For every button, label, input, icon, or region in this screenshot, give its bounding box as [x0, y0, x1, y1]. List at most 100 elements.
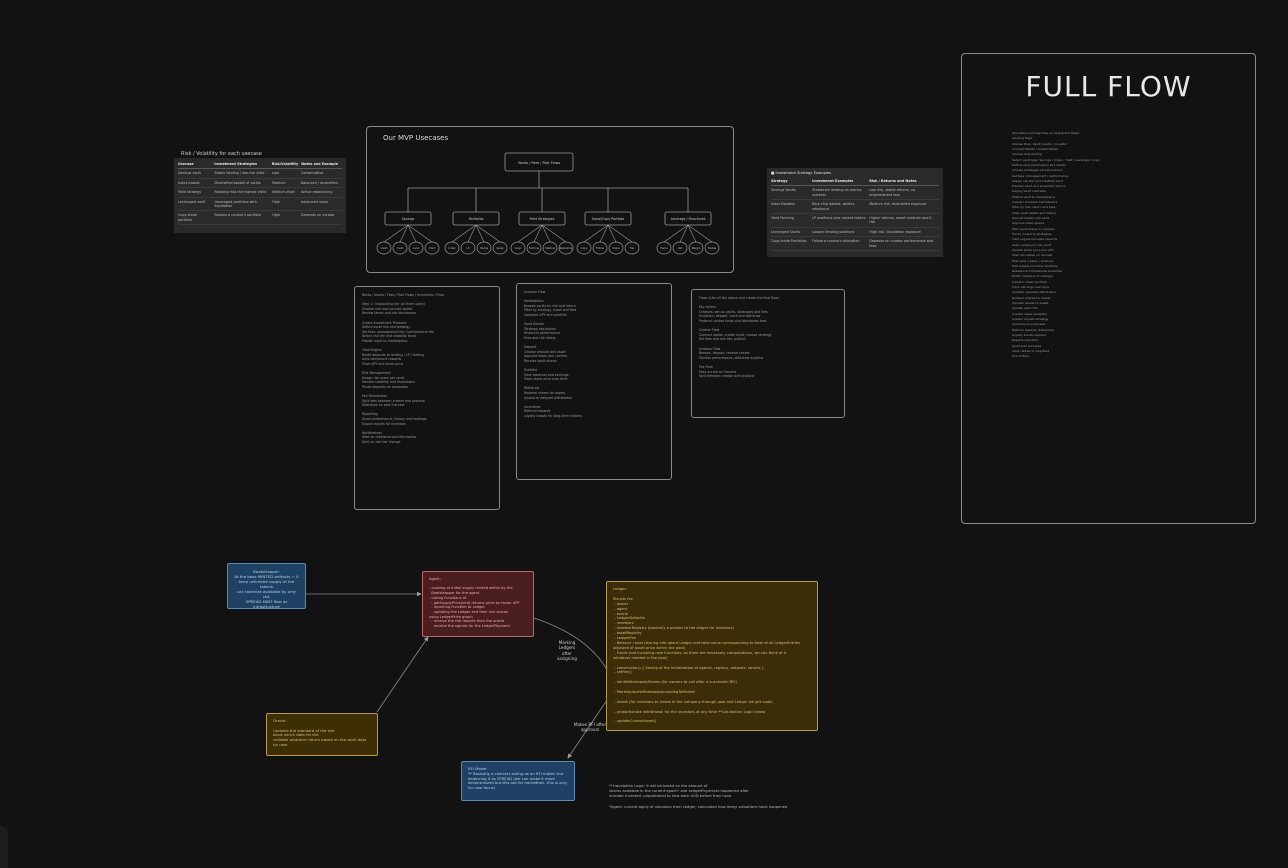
mvp-leaf-edge — [517, 224, 543, 243]
mvp-leaf-edge — [533, 224, 543, 243]
mvp-child-label: Leverage / Structured — [671, 217, 706, 221]
doc-line: Loyalty boosts for long-term holders — [524, 414, 582, 419]
doc-line: View vault details and history — [1012, 210, 1057, 215]
table-cell: Strategy — [771, 179, 788, 183]
table-cell: Savings Vaults — [771, 188, 796, 193]
ledger-note[interactable]: Ledger: Structs for: - owner - agent - o… — [606, 581, 818, 731]
mvp-leaf-node — [672, 241, 688, 255]
doc-line: Vault retired or migrated — [1012, 348, 1050, 353]
table-cell: Leveraged Vaults — [771, 229, 801, 234]
table-cell: Yield strategy — [178, 190, 202, 195]
doc-line: Portfolio — [524, 368, 538, 373]
table-cell: Savings vault — [178, 171, 201, 176]
risk-table-title: Risk / Volatility for each usecase — [181, 151, 262, 157]
doc-line: Yield Engine — [362, 348, 382, 353]
doc-line: Connect Wallet / Create Wallet — [1012, 146, 1058, 151]
table-header-row: Strategy Investment Examples Risk / Return… — [771, 177, 939, 187]
table-row: Savings Vaults Stablecoin lending on mone… — [771, 186, 939, 201]
mvp-leaf-edge — [663, 224, 689, 243]
doc-line: Filter by risk, return and fees — [1012, 205, 1056, 210]
mvp-leaf-edge — [599, 224, 609, 243]
mvp-leaf-node — [510, 241, 526, 255]
mvp-leaf-label: Hedge — [708, 246, 717, 250]
full-flow-steps: Standalone full App flow as Sequential S… — [1012, 131, 1232, 359]
mvp-leaf-node — [424, 241, 440, 255]
mvp-leaf-edge — [383, 224, 409, 243]
mvp-leaf-edge — [407, 224, 417, 243]
doc-line: Fee Distribution — [362, 394, 388, 399]
full-flow-frame[interactable] — [961, 53, 1256, 524]
rfi-maker-note[interactable]: RFI Maker ** Basically a contract acting… — [461, 761, 575, 801]
mvp-leaf-label: Yield — [397, 246, 404, 250]
mvp-leaf-label: Vault — [381, 246, 388, 250]
doc-line: Risk engine monitors volatility — [1012, 263, 1058, 268]
doc-line: Standalone full App flow as Sequential S… — [1012, 131, 1080, 135]
doc-line: Step 1: Onboarding (for all three users) — [362, 302, 425, 307]
sidebar-edge-tab[interactable] — [0, 826, 8, 868]
table-cell: Blue-chip basket, weekly rebalance — [812, 202, 855, 211]
doc-line: Approve token and confirm — [524, 354, 568, 359]
doc-line: Rebalance if thresholds breached — [1012, 269, 1063, 274]
table-cell: Stable lending / low-risk yield — [214, 171, 265, 176]
oracle-note[interactable]: Oracle: Updates the standard of the risk… — [266, 713, 378, 756]
doc-flows[interactable]: Flows (Use all the above and create the … — [691, 289, 845, 418]
doc-line: Reporting — [362, 412, 378, 417]
mvp-leaf-edge — [407, 224, 433, 243]
mvp-leaf-edge — [607, 224, 633, 243]
agent-note[interactable]: Agent: - Looking at initial supply minte… — [422, 571, 534, 637]
doc-line: Select vault type: Savings / Index / Yie… — [1012, 157, 1100, 162]
doc-line: Referral rewards distributed — [1012, 327, 1054, 332]
doc-line: Set fees: management / performance — [1012, 173, 1069, 178]
table-cell: Stablecoin lending on money markets — [812, 188, 862, 197]
doc-line: Update vault TVL — [1012, 306, 1038, 311]
doc-line: Monitor performance, withdraw anytime — [699, 355, 764, 360]
doc-line: Auto-compound into vault — [1012, 242, 1052, 247]
doc-creator-flow[interactable]: Notes / Vaults / Fees / Risk Flows / Inc… — [354, 286, 500, 510]
doc-line: Set fees and risk tier, publish — [699, 337, 746, 342]
mvp-child-label: Yield Strategies — [530, 217, 555, 221]
doc-line: Creators: set up vaults, strategies and … — [699, 309, 768, 314]
mvp-leaf-node — [376, 241, 392, 255]
doc-line: Track earnings over time — [1012, 285, 1050, 290]
mvp-leaf-label: LP — [466, 246, 469, 250]
doc-line: Route deposits to lending / LP / staking — [362, 352, 425, 357]
doc-line: Redeem shares for assets — [1012, 295, 1051, 300]
mvp-leaf-node — [592, 241, 608, 255]
table-row: Savings vault Stable lending / low-risk y… — [178, 169, 342, 179]
mvp-leaf-edge — [583, 224, 609, 243]
agent-footnote: *Agent: current apply of valuation from … — [609, 805, 788, 809]
doc-line: Strategy description — [524, 326, 557, 331]
doc-line: Browse, deposit, receive shares — [699, 351, 750, 356]
mvp-usecases-title: Our MVP Usecases — [383, 134, 449, 142]
full-flow-title: FULL FLOW — [1025, 70, 1192, 103]
bootstrapper-note[interactable]: Bootstrapper: At the base MINTED artifac… — [227, 563, 306, 609]
table-cell: Follow a curator's allocation — [812, 239, 860, 244]
doc-line: Update share price and APY — [1012, 247, 1054, 252]
mvp-leaf-label: Swap — [496, 246, 503, 250]
doc-line: Choose Onboarding — [1012, 152, 1042, 157]
mvp-leaf-node — [408, 241, 424, 255]
mvp-leaf-label: Loop — [515, 246, 522, 250]
doc-line: Choose amount and asset — [524, 349, 566, 354]
table-cell: Index basket — [178, 180, 200, 185]
table-cell: Copy-trade portfolio — [178, 213, 197, 222]
mvp-usecases-frame[interactable] — [366, 126, 734, 273]
mvp-leaf-edge — [679, 224, 689, 243]
doc-line: Define vault parameters and assets — [1012, 162, 1066, 167]
doc-line: Fees accrue on harvest — [699, 369, 737, 374]
mvp-leaf-edge — [467, 224, 477, 243]
doc-line: Protocol: routes funds and distributes f… — [699, 318, 767, 323]
table-cell: Risk / Returns and Notes — [869, 179, 917, 183]
doc-line: Investor Flow — [524, 290, 546, 294]
table-cell: Investment Examples — [812, 179, 854, 183]
mvp-leaf-label: Lend — [413, 246, 420, 250]
